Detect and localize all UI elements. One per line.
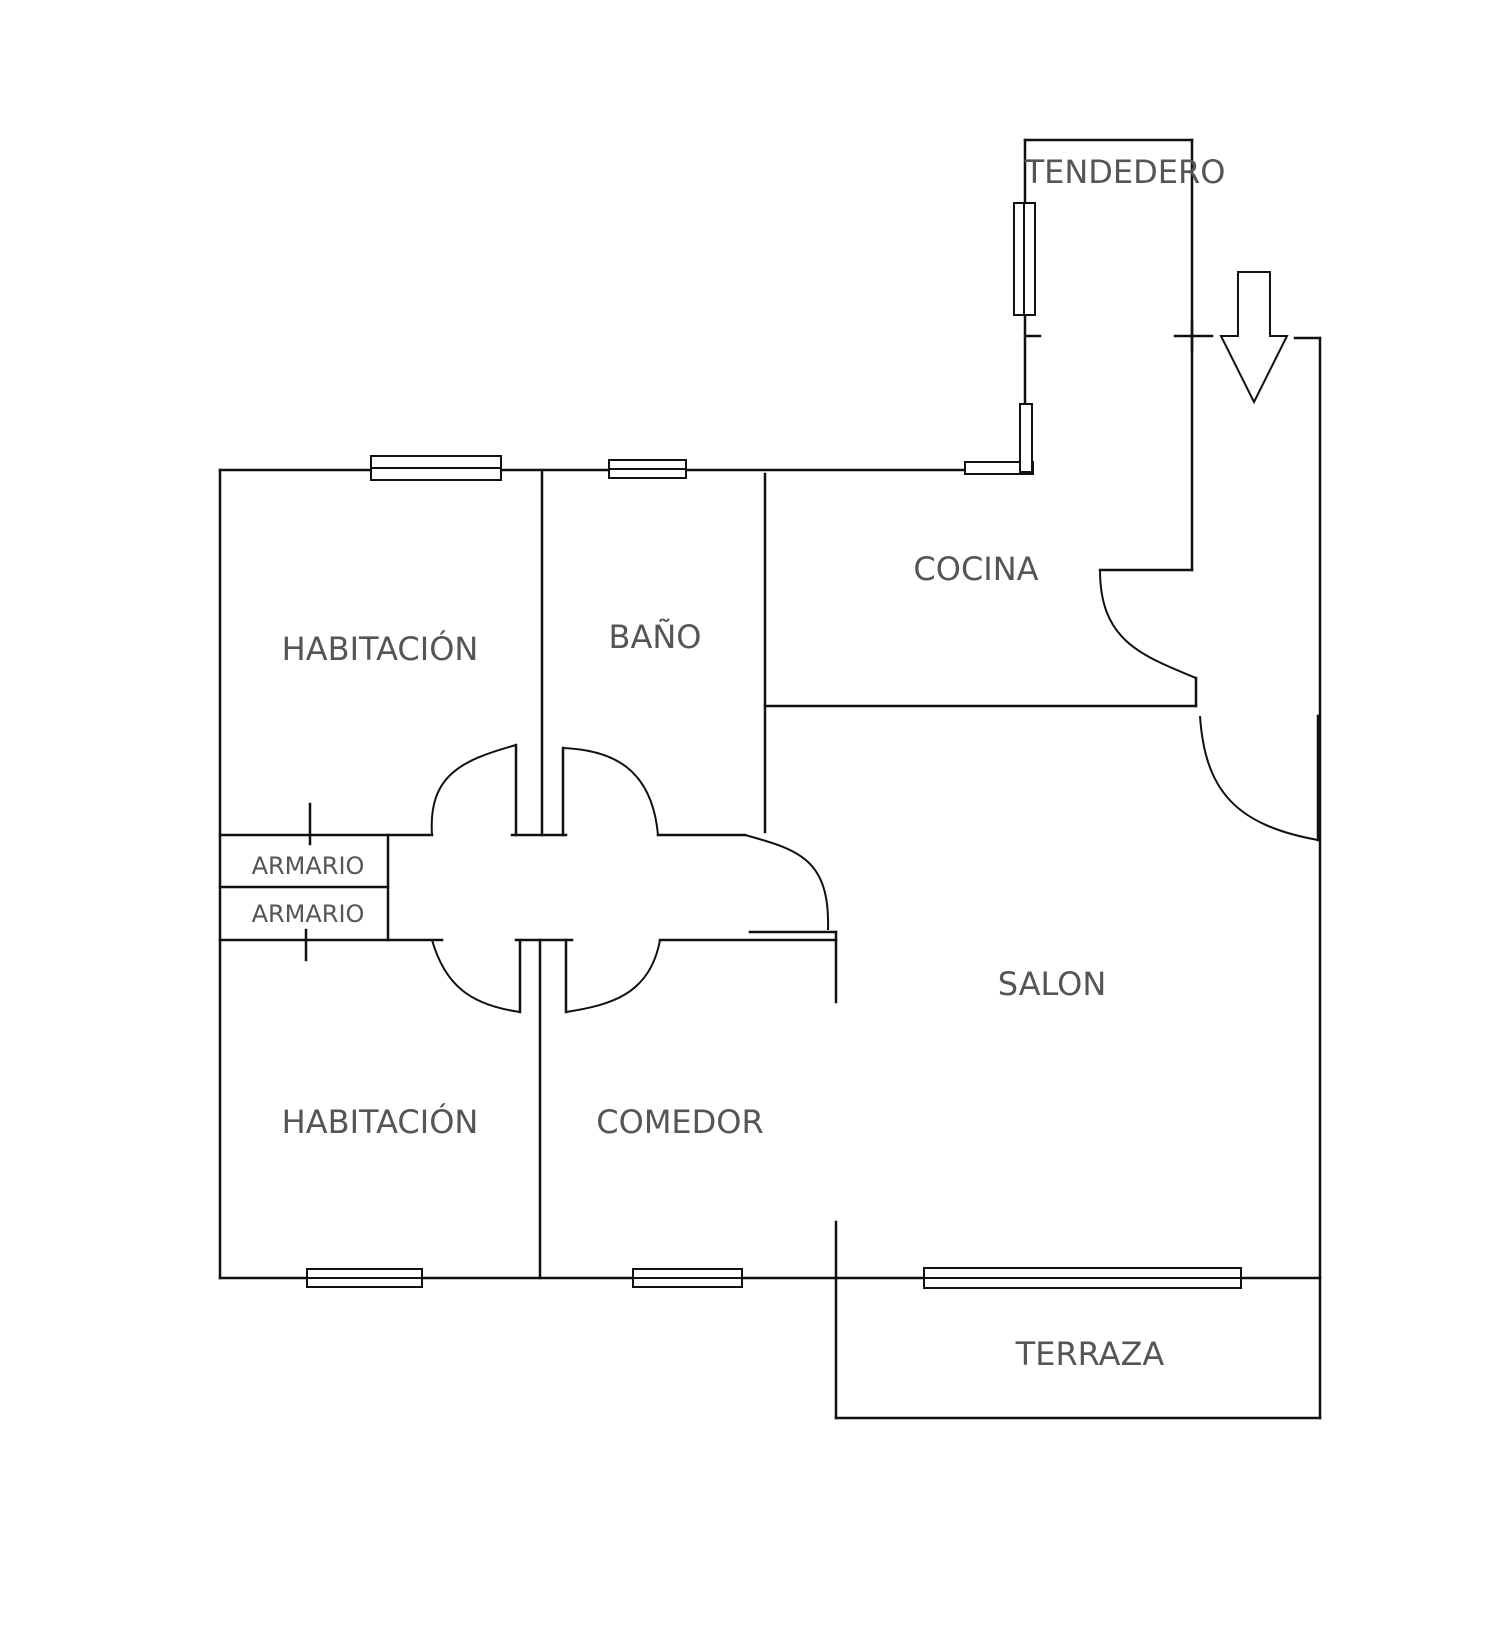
room-label-terraza: TERRAZA [1015, 1335, 1165, 1373]
room-label-armario-2: ARMARIO [252, 900, 365, 928]
door-cocina [1099, 569, 1197, 679]
door-bano [562, 747, 659, 836]
room-label-habitacion-top: HABITACIÓN [282, 629, 479, 668]
door-entrance [1199, 715, 1319, 841]
door-habitacion-top [430, 744, 517, 836]
doors [430, 569, 1319, 1013]
door-corridor-salon [744, 834, 830, 931]
room-labels: TENDEDERO COCINA HABITACIÓN BAÑO ARMARIO… [252, 153, 1226, 1373]
room-label-habitacion-bottom: HABITACIÓN [282, 1102, 479, 1141]
room-label-salon: SALON [998, 965, 1107, 1003]
walls [218, 138, 1322, 1420]
down-arrow-icon [1219, 271, 1289, 405]
windows [306, 202, 1242, 1289]
room-label-comedor: COMEDOR [596, 1103, 763, 1141]
room-label-armario-1: ARMARIO [252, 852, 365, 880]
room-label-tendedero: TENDEDERO [1024, 153, 1226, 191]
room-label-cocina: COCINA [913, 550, 1038, 588]
door-habitacion-bottom [431, 939, 521, 1013]
room-label-bano: BAÑO [609, 618, 702, 656]
door-comedor [565, 939, 661, 1013]
